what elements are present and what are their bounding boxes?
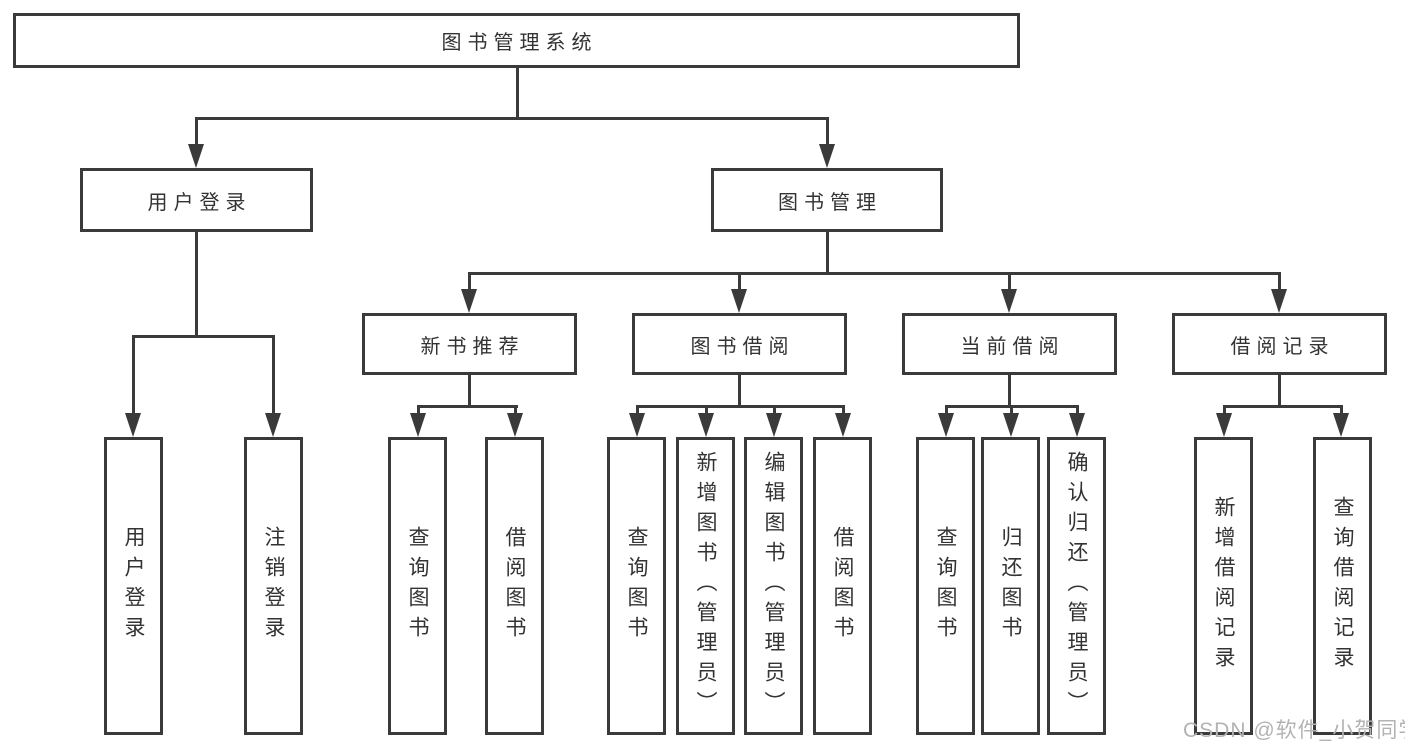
leaf-current-query-book: 查询图书: [916, 437, 975, 735]
leaf-recommend-borrow-book: 借阅图书: [485, 437, 544, 735]
node-new-book-recommend: 新书推荐: [362, 313, 577, 375]
leaf-recommend-borrow-book-label: 借阅图书: [503, 526, 526, 646]
node-current-borrow: 当前借阅: [902, 313, 1117, 375]
arrow-down-icon: [125, 413, 141, 437]
arrow-down-icon: [766, 413, 782, 437]
arrow-down-icon: [1001, 289, 1017, 313]
connector-line: [945, 405, 948, 413]
arrow-down-icon: [698, 413, 714, 437]
connector-line: [636, 405, 639, 413]
leaf-edit-book-admin: 编辑图书（管理员）: [744, 437, 803, 735]
leaf-add-book-admin-label: 新增图书（管理员）: [694, 451, 717, 721]
arrow-down-icon: [507, 413, 523, 437]
connector-line: [636, 405, 845, 408]
connector-line: [514, 405, 517, 413]
connector-line: [1076, 405, 1079, 413]
connector-line: [1223, 405, 1226, 413]
node-book-borrow-label: 图书借阅: [690, 335, 795, 358]
connector-line: [773, 405, 776, 413]
leaf-borrow-query-book-label: 查询图书: [625, 526, 648, 646]
connector-line: [1223, 405, 1343, 408]
node-new-book-recommend-label: 新书推荐: [420, 335, 525, 358]
arrow-down-icon: [938, 413, 954, 437]
arrow-down-icon: [188, 144, 204, 168]
arrow-down-icon: [1069, 413, 1085, 437]
leaf-borrow-query-book: 查询图书: [607, 437, 666, 735]
connector-line: [738, 272, 741, 289]
connector-line: [272, 335, 275, 413]
csdn-watermark: CSDN @软件_小贺同学: [1183, 719, 1405, 742]
arrow-down-icon: [731, 289, 747, 313]
node-root: 图书管理系统: [13, 13, 1020, 68]
leaf-confirm-return-admin-label: 确认归还（管理员）: [1065, 451, 1088, 721]
leaf-return-book: 归还图书: [981, 437, 1040, 735]
connector-line: [1278, 272, 1281, 289]
leaf-add-book-admin: 新增图书（管理员）: [676, 437, 735, 735]
leaf-current-query-book-label: 查询图书: [934, 526, 957, 646]
connector-line: [1010, 405, 1013, 413]
leaf-query-borrow-record-label: 查询借阅记录: [1331, 496, 1354, 676]
arrow-down-icon: [1216, 413, 1232, 437]
connector-line: [468, 272, 471, 289]
leaf-return-book-label: 归还图书: [999, 526, 1022, 646]
leaf-user-login-label: 用户登录: [122, 526, 145, 646]
leaf-borrow-book-label: 借阅图书: [831, 526, 854, 646]
connector-line: [468, 375, 471, 405]
node-book-management-label: 图书管理: [778, 191, 882, 214]
connector-line: [195, 117, 829, 120]
node-borrow-records: 借阅记录: [1172, 313, 1387, 375]
arrow-down-icon: [1271, 289, 1287, 313]
connector-line: [417, 405, 420, 413]
connector-line: [1340, 405, 1343, 413]
leaf-confirm-return-admin: 确认归还（管理员）: [1047, 437, 1106, 735]
arrow-down-icon: [461, 289, 477, 313]
arrow-down-icon: [1333, 413, 1349, 437]
connector-line: [1008, 272, 1011, 289]
connector-line: [417, 405, 518, 408]
leaf-user-login: 用户登录: [104, 437, 163, 735]
node-book-borrow: 图书借阅: [632, 313, 847, 375]
node-borrow-records-label: 借阅记录: [1230, 335, 1335, 358]
leaf-query-borrow-record: 查询借阅记录: [1313, 437, 1372, 735]
leaf-logout-label: 注销登录: [262, 526, 285, 646]
leaf-add-borrow-record-label: 新增借阅记录: [1212, 496, 1235, 676]
connector-line: [516, 65, 519, 118]
connector-line: [738, 375, 741, 405]
arrow-down-icon: [819, 144, 835, 168]
connector-line: [826, 117, 829, 145]
connector-line: [1008, 375, 1011, 405]
node-user-login: 用户登录: [80, 168, 313, 232]
leaf-add-borrow-record: 新增借阅记录: [1194, 437, 1253, 735]
arrow-down-icon: [629, 413, 645, 437]
connector-line: [468, 272, 1281, 275]
connector-line: [826, 232, 829, 272]
connector-line: [132, 335, 135, 413]
connector-line: [842, 405, 845, 413]
leaf-borrow-book: 借阅图书: [813, 437, 872, 735]
leaf-edit-book-admin-label: 编辑图书（管理员）: [762, 451, 785, 721]
arrow-down-icon: [1003, 413, 1019, 437]
leaf-recommend-query-book-label: 查询图书: [406, 526, 429, 646]
node-current-borrow-label: 当前借阅: [960, 335, 1065, 358]
leaf-logout: 注销登录: [244, 437, 303, 735]
node-book-management: 图书管理: [711, 168, 943, 232]
connector-line: [195, 117, 198, 145]
arrow-down-icon: [835, 413, 851, 437]
arrow-down-icon: [265, 413, 281, 437]
node-root-label: 图书管理系统: [441, 32, 598, 54]
connector-line: [1278, 375, 1281, 405]
connector-line: [195, 232, 198, 335]
node-user-login-label: 用户登录: [147, 191, 252, 214]
arrow-down-icon: [410, 413, 426, 437]
leaf-recommend-query-book: 查询图书: [388, 437, 447, 735]
connector-line: [705, 405, 708, 413]
connector-line: [132, 335, 275, 338]
